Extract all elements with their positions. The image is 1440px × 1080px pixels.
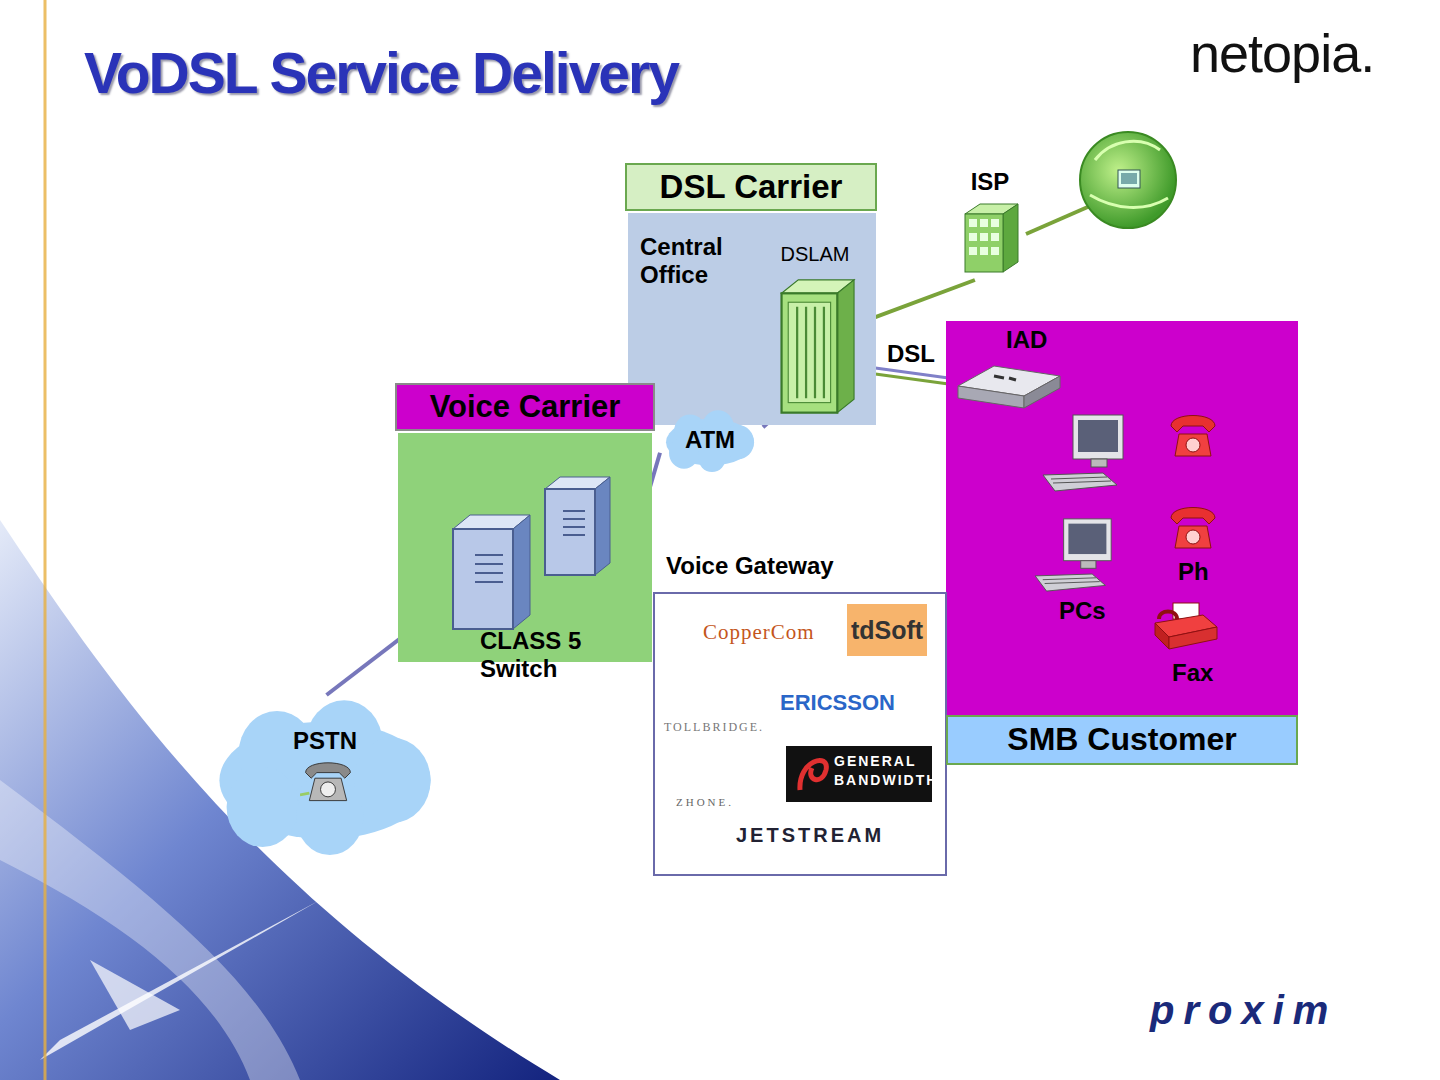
diagram-node: PCs (1031, 413, 1141, 628)
node-label: Central Office (640, 233, 752, 289)
swoosh-streak (40, 900, 320, 1060)
diagram-node: Fax (1146, 601, 1226, 693)
edge-label: DSL (884, 341, 938, 367)
diagram-node: Voice CarrierCLASS 5 Switch (395, 383, 658, 662)
diagram-node: ATM (660, 408, 763, 472)
isp-internet-link (1026, 206, 1090, 234)
netopia-logo: netopia. (1190, 22, 1374, 84)
vendor-logo: tdSoft (847, 604, 927, 656)
diagram-node: Ph (1158, 406, 1228, 588)
vendor-logo: JETSTREAM (736, 824, 884, 847)
swoosh-streak (90, 960, 180, 1030)
gold-rule (44, 0, 47, 1080)
phone-icon (1163, 406, 1223, 461)
servers-icon (445, 471, 635, 631)
phone-drawing (1163, 406, 1223, 461)
node-label: DSLAM (765, 241, 865, 267)
pc-drawing (1041, 413, 1131, 493)
diagram-node: DSLAM (765, 241, 868, 416)
diagram-node: ISP (950, 168, 1033, 280)
node-label: DSL Carrier (625, 163, 877, 211)
node-label: PCs (1059, 597, 1106, 625)
node-label: Voice Gateway (666, 552, 834, 580)
gold-rule (300, 1015, 1150, 1019)
cloud-icon (205, 695, 445, 855)
node-label: Voice Carrier (395, 383, 655, 431)
building-drawing (960, 202, 1020, 274)
vendor-logo: GENERAL BANDWIDTH (786, 746, 932, 802)
phone-icon (1163, 498, 1223, 553)
pc-icon (1041, 413, 1131, 493)
vendor-logo: ERICSSON (780, 690, 895, 716)
internet-globe (1080, 132, 1176, 228)
node-label: Ph (1178, 558, 1209, 586)
vendor-logo: ZHONE. (676, 796, 734, 808)
vendor-logo: TOLLBRIDGE. (664, 720, 764, 735)
phone-drawing (1163, 498, 1223, 553)
node-label: CLASS 5 Switch (480, 627, 610, 683)
dslam-drawing (765, 271, 865, 416)
diagram-node: DSL CarrierCentral Office DSLAM (625, 163, 880, 425)
diagram-node: CLASS 5 Switch (445, 471, 645, 693)
node-label: ATM (660, 426, 760, 454)
proxim-logo: proxim (1150, 988, 1337, 1033)
diagram-node: SMB Customer IAD PCs PhFax (946, 321, 1301, 767)
pc-drawing (1031, 517, 1121, 593)
blue-swoosh (0, 520, 560, 1080)
dslam-icon (765, 271, 865, 416)
pc-icon (1031, 517, 1121, 593)
diagram-node: PSTN (205, 695, 448, 855)
iad-drawing (954, 358, 1064, 414)
fax-icon (1151, 601, 1221, 651)
node-label: IAD (1006, 326, 1047, 354)
oldphone-drawing (300, 757, 356, 805)
vendor-logo: CopperCom (703, 620, 815, 645)
bandwidth-swirl (800, 760, 826, 790)
servers-drawing (445, 471, 635, 631)
slide-title: VoDSL Service Delivery (84, 40, 678, 106)
node-label: SMB Customer (946, 715, 1298, 765)
diagram-node: IAD (954, 326, 1066, 414)
node-label: PSTN (205, 727, 445, 755)
oldphone-icon (300, 757, 356, 805)
building-icon (960, 202, 1020, 274)
iad-icon (954, 358, 1064, 414)
cloud-drawing (205, 695, 445, 855)
connector (868, 367, 954, 385)
node-label: ISP (950, 168, 1030, 196)
fax-drawing (1151, 601, 1221, 651)
connector (868, 280, 975, 320)
node-label: Fax (1172, 659, 1213, 687)
